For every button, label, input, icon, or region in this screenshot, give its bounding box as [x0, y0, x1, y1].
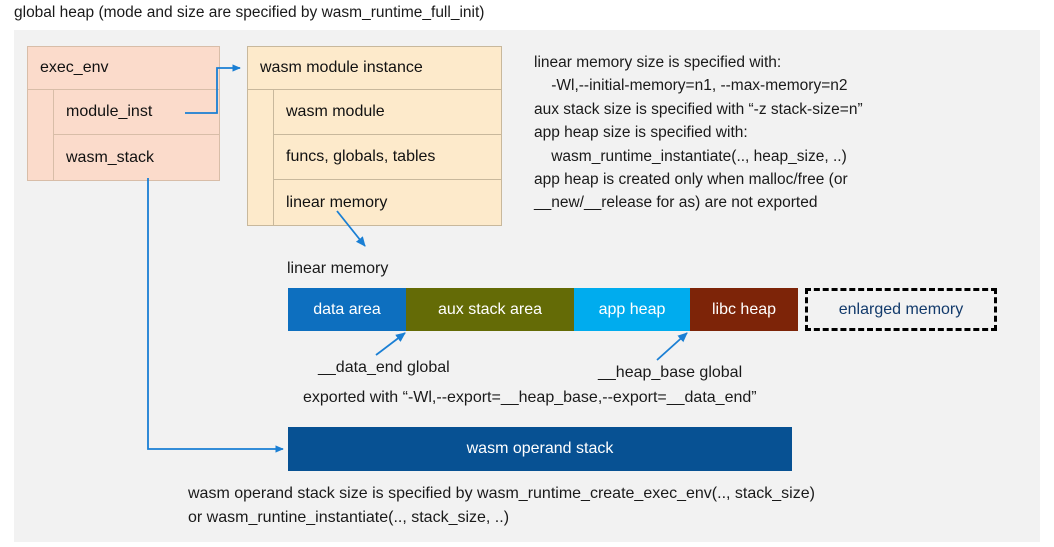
memory-segment-data-area: data area — [288, 288, 406, 331]
module-instance-row-wasm-module: wasm module — [274, 90, 501, 135]
memory-segment-app-heap: app heap — [574, 288, 690, 331]
wasm-operand-stack-box: wasm operand stack — [288, 427, 792, 471]
memory-segment-libc-heap: libc heap — [690, 288, 798, 331]
linear-memory-strip-label: linear memory — [287, 260, 389, 277]
exec-env-row-wasm-stack: wasm_stack — [54, 135, 219, 180]
module-instance-rows: wasm module funcs, globals, tables linea… — [274, 90, 501, 225]
exec-env-gutter — [28, 90, 54, 180]
module-instance-row-funcs-globals-tables: funcs, globals, tables — [274, 135, 501, 180]
exec-env-row-module-inst: module_inst — [54, 90, 219, 135]
exec-env-body: module_inst wasm_stack — [27, 90, 220, 181]
module-instance-gutter — [248, 90, 274, 225]
data-end-annotation: __data_end global — [318, 359, 450, 376]
exec-env-box: exec_env module_inst wasm_stack — [27, 46, 220, 181]
memory-segment-enlarged-memory: enlarged memory — [805, 288, 997, 331]
module-instance-body: wasm module funcs, globals, tables linea… — [247, 90, 502, 226]
exported-with-annotation: exported with “-Wl,--export=__heap_base,… — [303, 389, 757, 406]
operand-stack-caption: wasm operand stack size is specified by … — [188, 485, 815, 526]
exec-env-header: exec_env — [27, 46, 220, 90]
module-instance-header: wasm module instance — [247, 46, 502, 90]
heap-base-annotation: __heap_base global — [598, 364, 743, 381]
module-instance-row-linear-memory: linear memory — [274, 180, 501, 225]
memory-segment-aux-stack-area: aux stack area — [406, 288, 574, 331]
exec-env-rows: module_inst wasm_stack — [54, 90, 219, 180]
linear-memory-strip: data area aux stack area app heap libc h… — [288, 288, 997, 331]
memory-config-note: linear memory size is specified with: -W… — [534, 54, 863, 212]
wasm-module-instance-box: wasm module instance wasm module funcs, … — [247, 46, 502, 226]
page-title: global heap (mode and size are specified… — [14, 4, 485, 21]
